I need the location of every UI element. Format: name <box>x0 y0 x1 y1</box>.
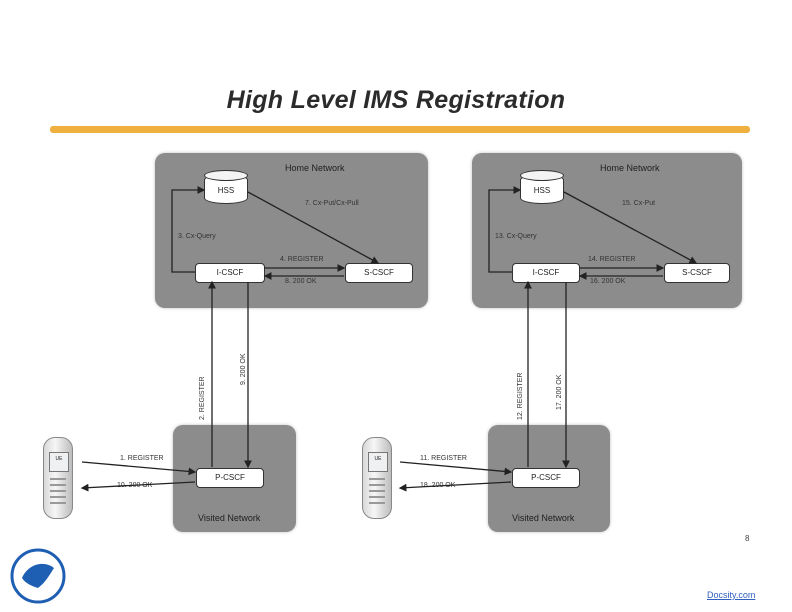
edge-label-scscf-icscf-right: 16. 200 OK <box>590 278 626 285</box>
ue-label-left: UE <box>55 456 63 462</box>
hss-label-right: HSS <box>533 186 551 195</box>
edge-label-hss-scscf-right: 15. Cx-Put <box>622 200 656 207</box>
edge-label-ue-pcscf-left: 1. REGISTER <box>120 455 164 462</box>
icscf-node-left: I-CSCF <box>195 263 265 283</box>
logo-icon <box>10 548 66 604</box>
line-pcscf-ue-right <box>398 481 512 492</box>
line-icscf-hss-left <box>171 186 206 273</box>
hss-label-left: HSS <box>217 186 235 195</box>
home-network-label-right: Home Network <box>600 163 660 173</box>
edge-label-icscf-scscf-right: 14. REGISTER <box>588 256 636 263</box>
hss-database-left: HSS <box>204 170 248 204</box>
line-ue-pcscf-right <box>399 461 513 476</box>
edge-label-icscf-hss-right: 13. Cx-Query <box>495 233 537 240</box>
page-number: 8 <box>745 534 750 543</box>
ue-phone-left: UE <box>43 437 73 519</box>
edge-label-icscf-scscf-left: 4. REGISTER <box>280 256 324 263</box>
visited-network-label-right: Visited Network <box>512 513 575 523</box>
line-icscf-hss-right <box>488 186 522 273</box>
edge-label-icscf-hss-left: 3. Cx-Query <box>178 233 216 240</box>
line-hss-scscf-left <box>247 191 380 264</box>
line-hss-scscf-right <box>563 191 698 264</box>
ue-phone-right: UE <box>362 437 392 519</box>
line-pcscf-ue-left <box>80 481 196 492</box>
hss-database-right: HSS <box>520 170 564 204</box>
slide-title: High Level IMS Registration <box>226 86 566 114</box>
pcscf-node-left: P-CSCF <box>196 468 264 488</box>
edge-label-hss-scscf-left: 7. Cx-Put/Cx-Pull <box>305 200 359 207</box>
title-accent-bar <box>50 126 750 133</box>
icscf-node-right: I-CSCF <box>512 263 580 283</box>
pcscf-node-right: P-CSCF <box>512 468 580 488</box>
footer-link[interactable]: Docsity.com <box>707 590 756 600</box>
line-ue-pcscf-left <box>81 461 197 476</box>
edge-label-scscf-icscf-left: 8. 200 OK <box>285 278 317 285</box>
visited-network-label-left: Visited Network <box>198 513 261 523</box>
ue-label-right: UE <box>374 456 382 462</box>
edge-label-ue-pcscf-right: 11. REGISTER <box>420 455 467 462</box>
home-network-label-left: Home Network <box>285 163 345 173</box>
